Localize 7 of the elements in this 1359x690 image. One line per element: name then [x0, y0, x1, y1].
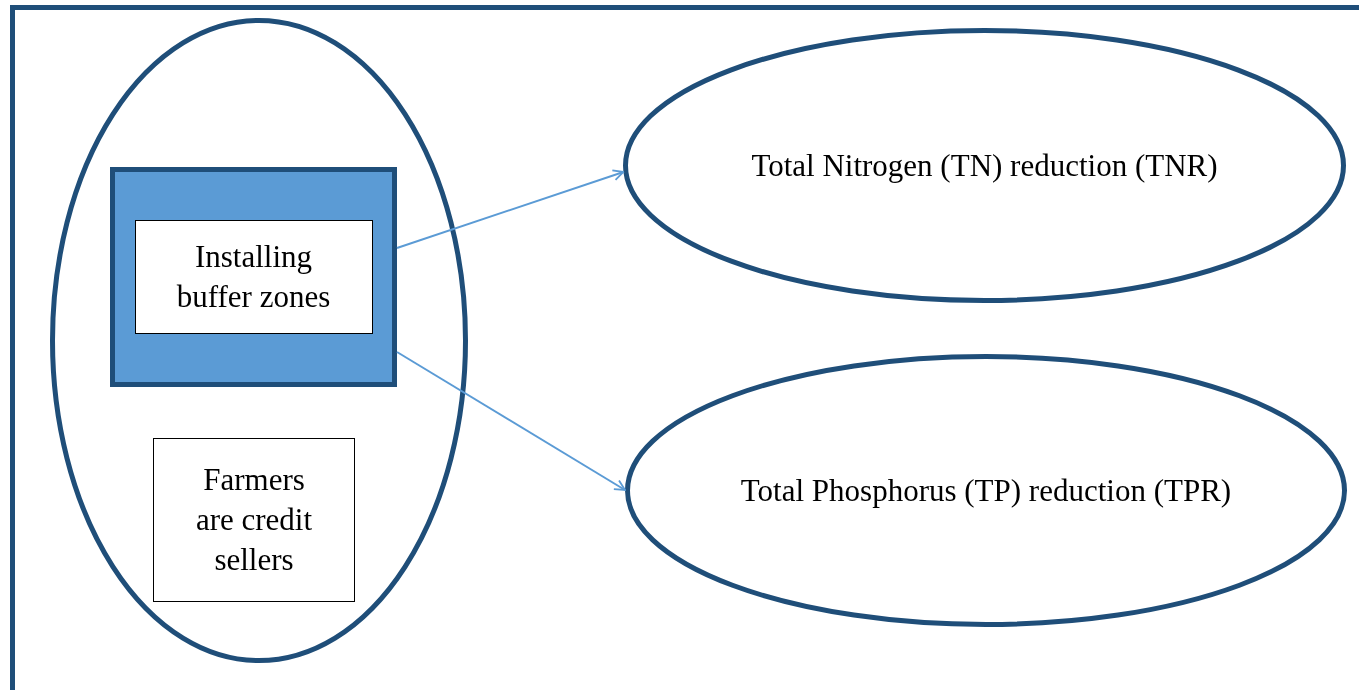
outcome-label: Total Phosphorus (TP) reduction (TPR) [739, 472, 1233, 509]
arrow [396, 169, 625, 249]
process-box [110, 167, 397, 387]
outcome-label: Total Nitrogen (TN) reduction (TNR) [750, 147, 1219, 184]
note-box: Farmers are credit sellers [153, 438, 355, 602]
arrow [396, 351, 626, 491]
process-label: Installing buffer zones [134, 220, 373, 334]
